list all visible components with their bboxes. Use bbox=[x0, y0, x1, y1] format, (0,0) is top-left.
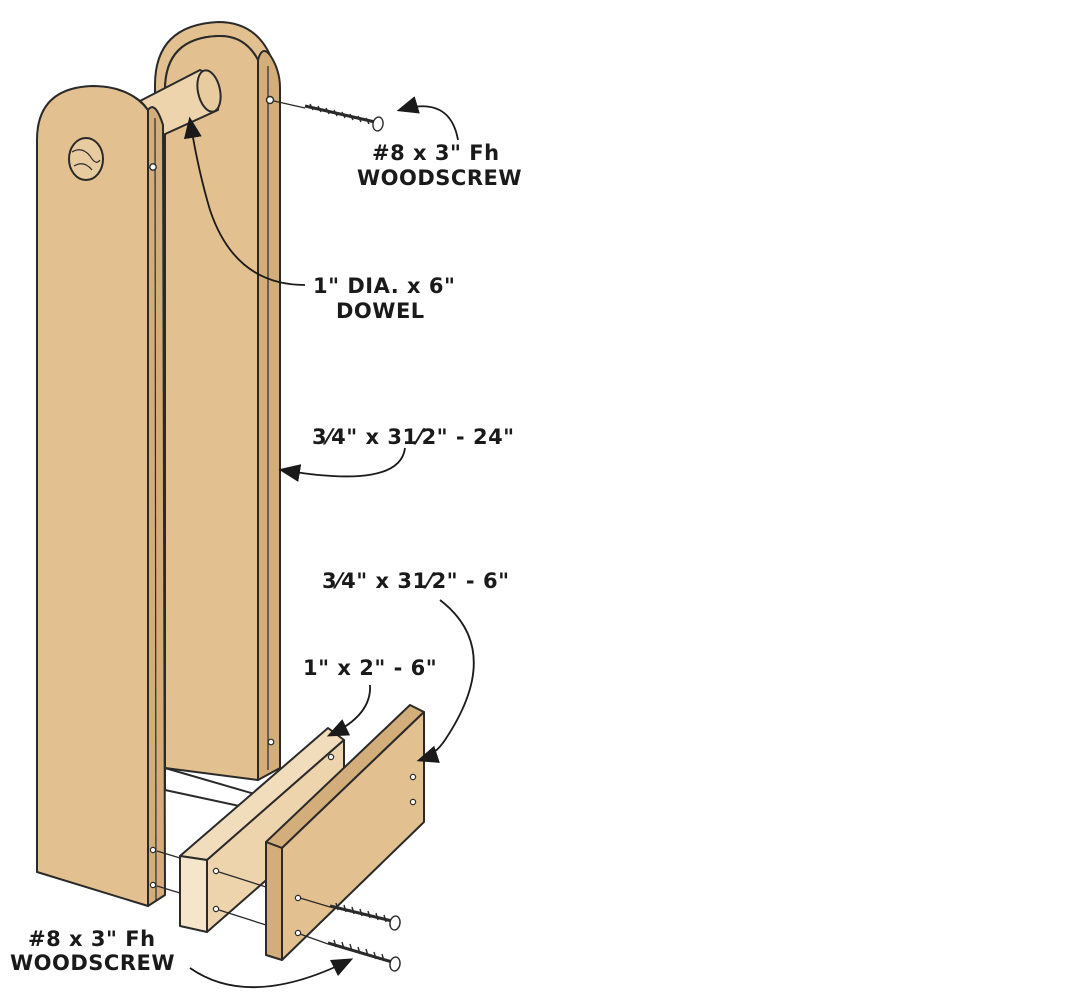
leader-dowel bbox=[183, 116, 306, 286]
screw-bottom-label-line2: WOODSCREW bbox=[10, 951, 175, 975]
diagram-labels: #8 x 3" Fh WOODSCREW 1" DIA. x 6" DOWEL … bbox=[10, 141, 522, 975]
screw-top-label-line1: #8 x 3" Fh bbox=[372, 141, 500, 165]
woodscrew-bottom-upper bbox=[329, 902, 401, 931]
dowel-end-grain bbox=[68, 137, 104, 181]
woodscrew-top bbox=[304, 103, 384, 132]
leader-front-board bbox=[416, 599, 475, 763]
leader-upright bbox=[278, 447, 406, 482]
front-board-dimension-label: 3⁄4" x 31⁄2" - 6" bbox=[322, 569, 510, 593]
screw-bottom-label-line1: #8 x 3" Fh bbox=[28, 927, 156, 951]
leader-screw-bottom bbox=[189, 958, 354, 989]
leader-lines bbox=[183, 96, 475, 989]
leader-screw-top bbox=[396, 96, 459, 141]
front-board bbox=[265, 704, 425, 961]
cleat-dimension-label: 1" x 2" - 6" bbox=[303, 656, 437, 680]
screw-top-label-line2: WOODSCREW bbox=[357, 166, 522, 190]
upright-dimension-label: 3⁄4" x 31⁄2" - 24" bbox=[312, 425, 515, 449]
assembly-guide-lines bbox=[156, 100, 331, 945]
leader-cleat bbox=[326, 684, 371, 737]
dowel-label-line2: DOWEL bbox=[336, 299, 425, 323]
woodscrew-bottom-lower bbox=[327, 939, 401, 972]
dowel-label-line1: 1" DIA. x 6" bbox=[313, 274, 455, 298]
front-upright bbox=[36, 85, 166, 907]
back-upright bbox=[154, 21, 281, 781]
